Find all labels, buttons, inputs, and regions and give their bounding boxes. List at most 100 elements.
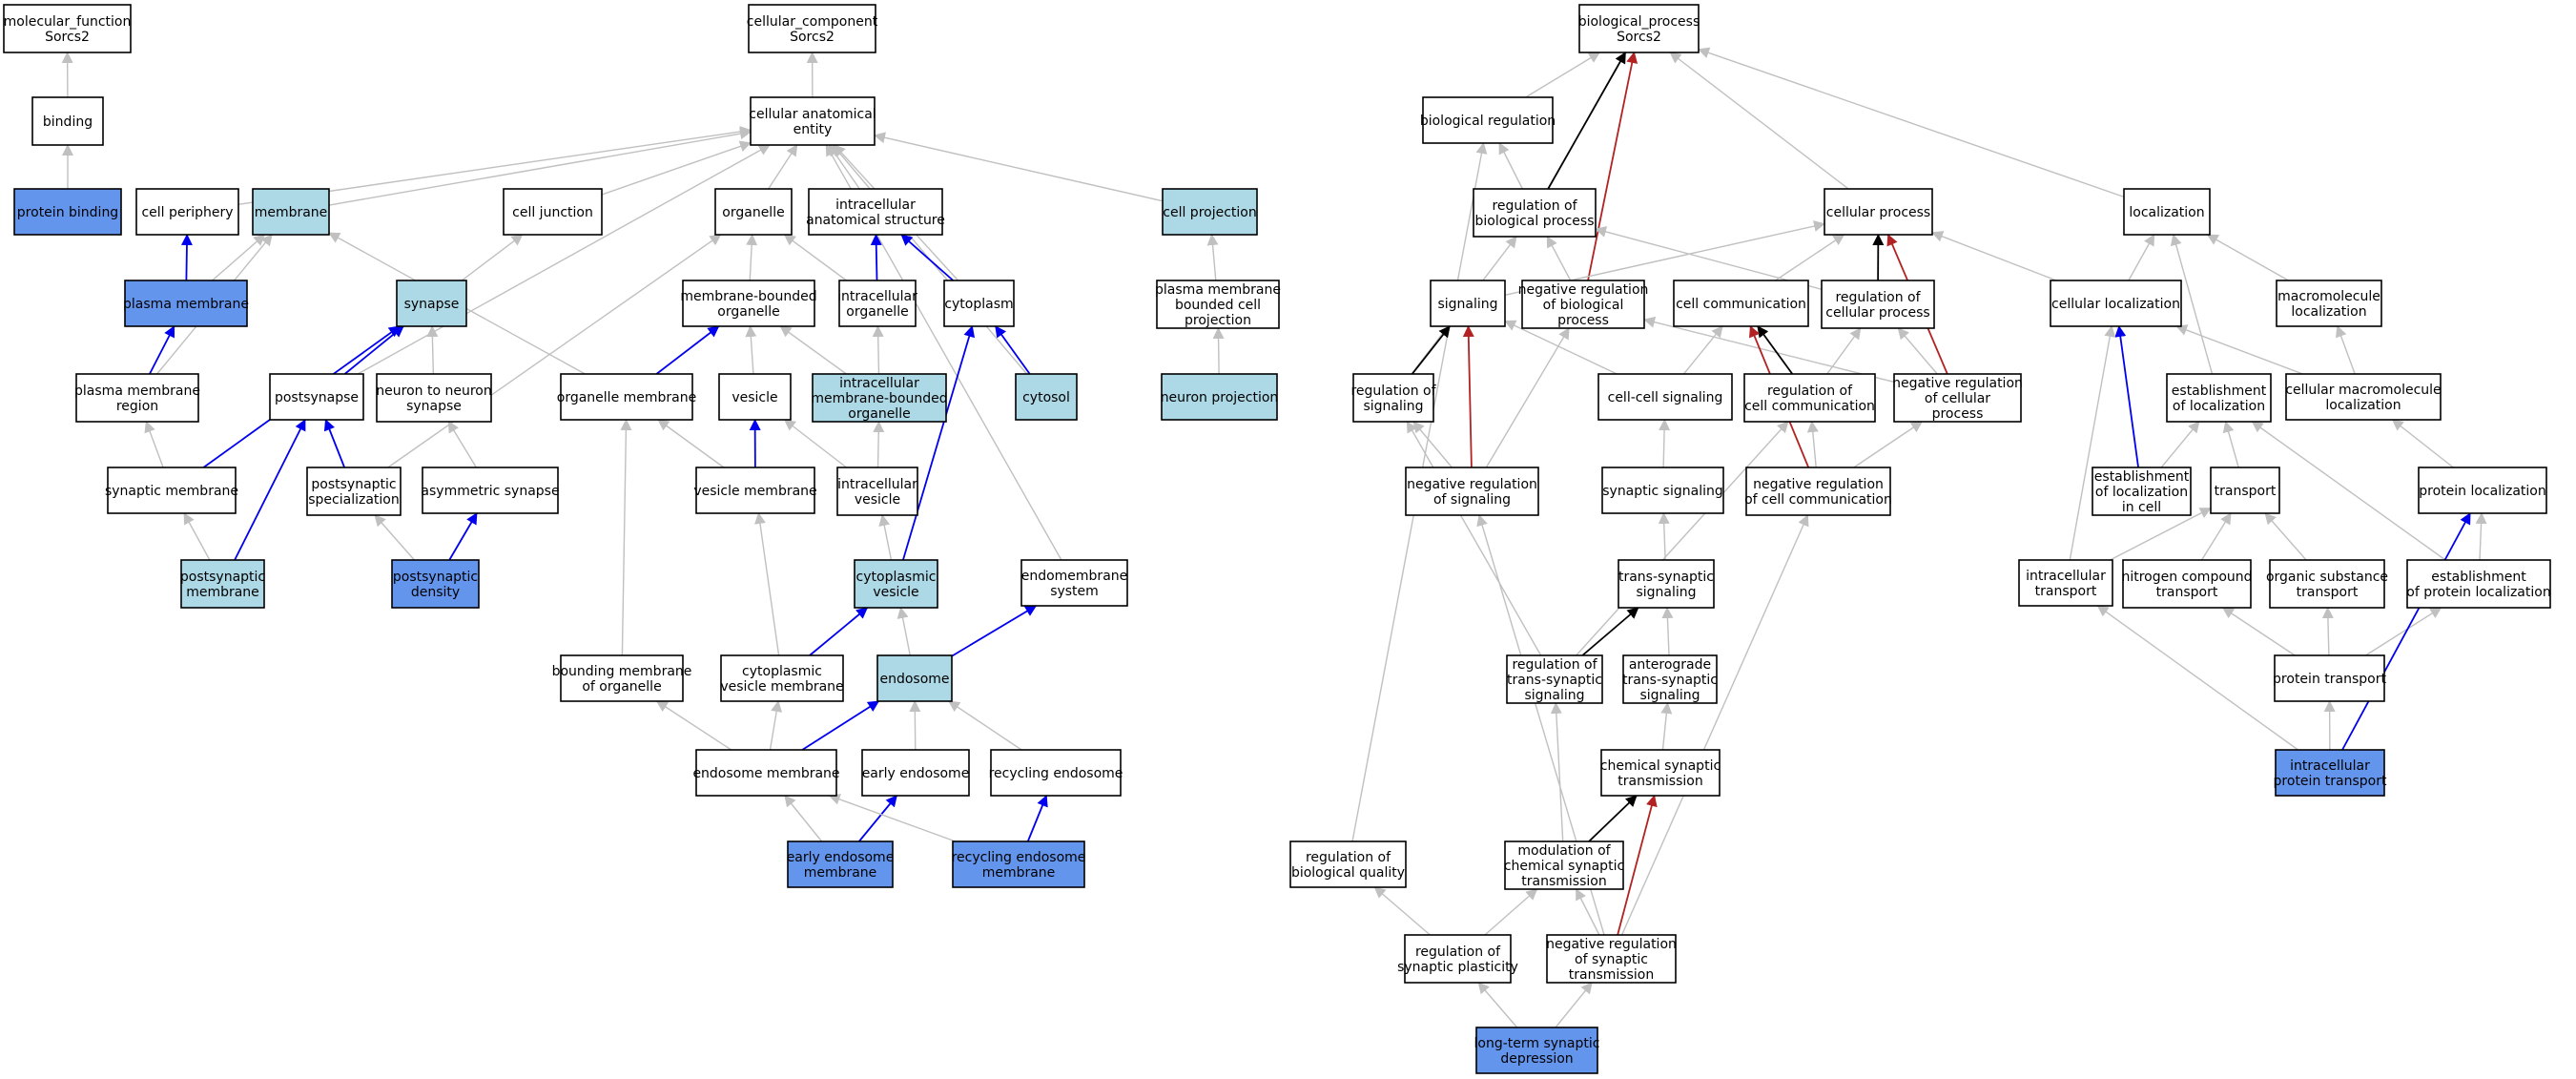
go-term-node-org_membrane[interactable]: organelle membrane	[557, 373, 696, 421]
edge-intra_org-to-organelle	[783, 234, 847, 281]
node-label-line: synapse	[406, 399, 462, 414]
edge-rem-to-endo_membrane	[828, 794, 957, 842]
node-box	[2210, 467, 2280, 514]
go-term-node-cell_junction[interactable]: cell junction	[503, 188, 603, 236]
go-term-node-transport[interactable]: transport	[2210, 467, 2280, 514]
go-term-node-membrane[interactable]: membrane	[252, 188, 330, 236]
go-term-node-protein_binding[interactable]: protein binding	[13, 188, 122, 236]
edge-tss-to-syn_sig	[1658, 512, 1670, 561]
edge-postsynapse-to-synapse	[343, 325, 404, 375]
node-label-line: plasma membrane	[1155, 282, 1281, 298]
go-term-node-prot_loc[interactable]: protein localization	[2418, 467, 2547, 514]
edge-cvm-to-ves_membrane	[754, 512, 780, 656]
go-term-node-syn_sig[interactable]: synaptic signaling	[1601, 467, 1724, 514]
node-label-line: entity	[793, 122, 833, 137]
go-term-node-organelle[interactable]: organelle	[714, 188, 793, 236]
node-box	[1601, 467, 1724, 514]
go-term-node-neuron_projection[interactable]: neuron projection	[1161, 373, 1279, 421]
go-term-node-localization[interactable]: localization	[2123, 188, 2211, 236]
go-term-node-bio_reg[interactable]: biological regulation	[1420, 96, 1556, 144]
go-term-node-postsynapse[interactable]: postsynapse	[269, 373, 364, 421]
go-term-node-vesicle[interactable]: vesicle	[718, 373, 792, 421]
node-box	[1289, 840, 1407, 888]
go-term-node-signaling[interactable]: signaling	[1430, 280, 1506, 327]
node-label-line: localization	[2325, 398, 2401, 413]
go-term-node-binding[interactable]: binding	[31, 96, 104, 146]
go-term-node-syn_membrane[interactable]: synaptic membrane	[105, 467, 238, 514]
go-term-node-cell_projection[interactable]: cell projection	[1162, 188, 1258, 236]
go-term-node-prot_transport[interactable]: protein transport	[2273, 654, 2386, 702]
go-term-node-plasma_membrane[interactable]: plasma membrane	[123, 280, 249, 327]
node-label-line: of cellular	[1925, 391, 1990, 406]
go-term-node-ves_membrane[interactable]: vesicle membrane	[693, 467, 817, 514]
go-term-node-endosome[interactable]: endosome	[876, 654, 953, 702]
edge-nrbp-to-rbp	[1546, 236, 1572, 281]
edge-intra_transport-to-transport	[2110, 507, 2212, 561]
go-term-node-early_endo[interactable]: early endosome	[861, 749, 970, 797]
go-term-node-ccs[interactable]: cell-cell signaling	[1597, 373, 1733, 421]
go-term-node-asym[interactable]: asymmetric synapse	[421, 467, 560, 514]
go-term-node-cell_comm[interactable]: cell communication	[1673, 280, 1809, 327]
go-term-node-cell_periphery[interactable]: cell periphery	[135, 188, 239, 236]
node-label-line: biological regulation	[1420, 114, 1556, 129]
node-label-line: intracellular	[2026, 569, 2106, 584]
go-term-node-cell_process[interactable]: cellular process	[1824, 188, 1933, 236]
go-term-node-cytoplasm[interactable]: cytoplasm	[943, 280, 1015, 327]
go-term-node-cell_loc[interactable]: cellular localization	[2050, 280, 2182, 327]
go-term-node-recyc_endo[interactable]: recycling endosome	[989, 749, 1123, 797]
node-label-line: recycling endosome	[952, 850, 1086, 865]
go-term-node-synapse[interactable]: synapse	[396, 280, 467, 327]
go-term-node-endo_membrane[interactable]: endosome membrane	[692, 749, 840, 797]
node-box	[1546, 934, 1677, 984]
node-label-line: endosome membrane	[692, 766, 839, 781]
go-term-node-cytosol[interactable]: cytosol	[1015, 373, 1078, 421]
